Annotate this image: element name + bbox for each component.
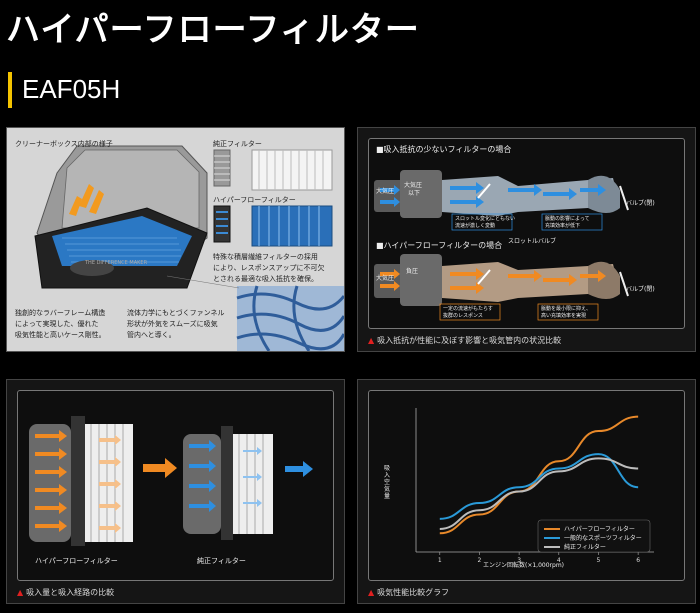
- cleaner-box-illustration: [7, 128, 344, 351]
- hyper-flow-heading: ■ハイパーフローフィルターの場合: [376, 241, 503, 250]
- panel-flow-path: ハイパーフローフィルター 純正フィルター ▲吸入量と吸入経路の比較: [6, 379, 345, 604]
- pure-filter-label: 純正フィルター: [213, 140, 262, 148]
- legend-box: [537, 519, 651, 553]
- funnel-desc-line2: 形状が外気をスムーズに吸気: [127, 320, 218, 328]
- page-title: ハイパーフローフィルター: [6, 10, 420, 50]
- series-line-2: [439, 453, 639, 520]
- callout4-line2: 高い充填効率を実現: [541, 313, 587, 319]
- callout1-line1: スロットル変化にともない: [455, 216, 516, 222]
- chart-y-axis-label: 吸入空気量: [384, 465, 391, 500]
- callout3-line2: 抜群のレスポンス: [443, 313, 483, 319]
- valve-label-lower: バルブ(閉): [626, 286, 655, 293]
- callout2-line1: 脈動の影響によって: [545, 216, 590, 222]
- panel-cleaner-box: クリーナーボックス内部の様子 THE DIFFERENCE MAKER 純正フィ…: [6, 127, 345, 352]
- sub-atmosphere-label-b: 以下: [408, 190, 421, 197]
- callout2-line2: 充填効率が低下: [545, 223, 581, 229]
- model-accent-bar: [8, 72, 12, 108]
- legend-label-1: ハイパーフローフィルター: [564, 525, 635, 533]
- legend-label-3: 純正フィルター: [564, 543, 606, 551]
- flow-path-illustration: [29, 416, 313, 546]
- caption-triangle-icon: ▲: [368, 588, 375, 597]
- x-tick-label-2: 2: [478, 557, 482, 564]
- rubber-frame-line3: 吸気性能と高いケース剛性。: [15, 331, 106, 339]
- x-tick-label-3: 3: [517, 557, 521, 564]
- caption-triangle-icon: ▲: [17, 588, 24, 597]
- atmosphere-label-upper: 大気圧: [376, 188, 395, 195]
- pure-filter-flow-label: 純正フィルター: [197, 557, 246, 565]
- intake-resistance-illustration: [374, 170, 629, 321]
- cleaner-box-title: クリーナーボックス内部の様子: [15, 140, 113, 148]
- performance-chart-caption-text: 吸気性能比較グラフ: [377, 588, 450, 597]
- series-line-3: [439, 457, 639, 530]
- negative-pressure-label: 負圧: [406, 268, 419, 275]
- x-tick-label-4: 4: [557, 557, 561, 564]
- intake-resistance-caption-text: 吸入抵抗が性能に及ぼす影響と吸気管内の状況比較: [377, 336, 562, 345]
- hyper-filter-flow-label: ハイパーフローフィルター: [35, 557, 118, 565]
- panel-intake-resistance: ■吸入抵抗の少ないフィルターの場合 ■ハイパーフローフィルターの場合 大気圧 大…: [357, 127, 696, 352]
- series-line-1: [439, 415, 639, 535]
- caption-triangle-icon: ▲: [368, 336, 375, 345]
- x-tick-label-5: 5: [597, 557, 601, 564]
- funnel-desc-line3: 管内へと導く。: [127, 331, 176, 339]
- callout1-line2: 流速が激しく変動: [455, 223, 496, 229]
- funnel-desc-line1: 流体力学にもとづくファンネル: [127, 309, 225, 317]
- legend-label-2: 一般的なスポーツフィルター: [564, 534, 642, 542]
- atmosphere-label-lower: 大気圧: [376, 275, 395, 282]
- x-tick-label-6: 6: [636, 557, 640, 564]
- intake-resistance-caption: ▲吸入抵抗が性能に及ぼす影響と吸気管内の状況比較: [368, 335, 561, 346]
- callout3-line1: 一定の流速がもたらす: [443, 306, 493, 312]
- fiber-desc-line3: とされる最適な吸入抵抗を確保。: [213, 275, 318, 283]
- sub-atmosphere-label-a: 大気圧: [404, 182, 423, 189]
- rubber-frame-line1: 独創的なラバーフレーム構造: [15, 309, 106, 317]
- hyper-filter-label: ハイパーフローフィルター: [213, 196, 296, 204]
- chart-x-axis-label: エンジン回転数(×1,000rpm): [483, 562, 565, 569]
- flow-path-caption: ▲吸入量と吸入経路の比較: [17, 587, 114, 598]
- rubber-frame-line2: によって実現した、優れた: [15, 320, 99, 328]
- performance-chart-caption: ▲吸気性能比較グラフ: [368, 587, 449, 598]
- fiber-desc-line1: 特殊な積層繊維フィルターの採用: [213, 253, 318, 261]
- model-number: EAF05H: [22, 74, 121, 104]
- low-resistance-heading: ■吸入抵抗の少ないフィルターの場合: [376, 145, 512, 154]
- callout4-line1: 脈動を最小限に抑え、: [541, 306, 592, 312]
- throttle-valve-label: スロットルバルブ: [508, 238, 557, 245]
- flow-path-caption-text: 吸入量と吸入経路の比較: [26, 588, 115, 597]
- valve-label-upper: バルブ(閉): [626, 200, 655, 207]
- fiber-desc-line2: により、レスポンスアップに不可欠: [213, 264, 325, 272]
- filter-logo-text: THE DIFFERENCE MAKER: [85, 260, 148, 266]
- x-tick-label-1: 1: [438, 557, 442, 564]
